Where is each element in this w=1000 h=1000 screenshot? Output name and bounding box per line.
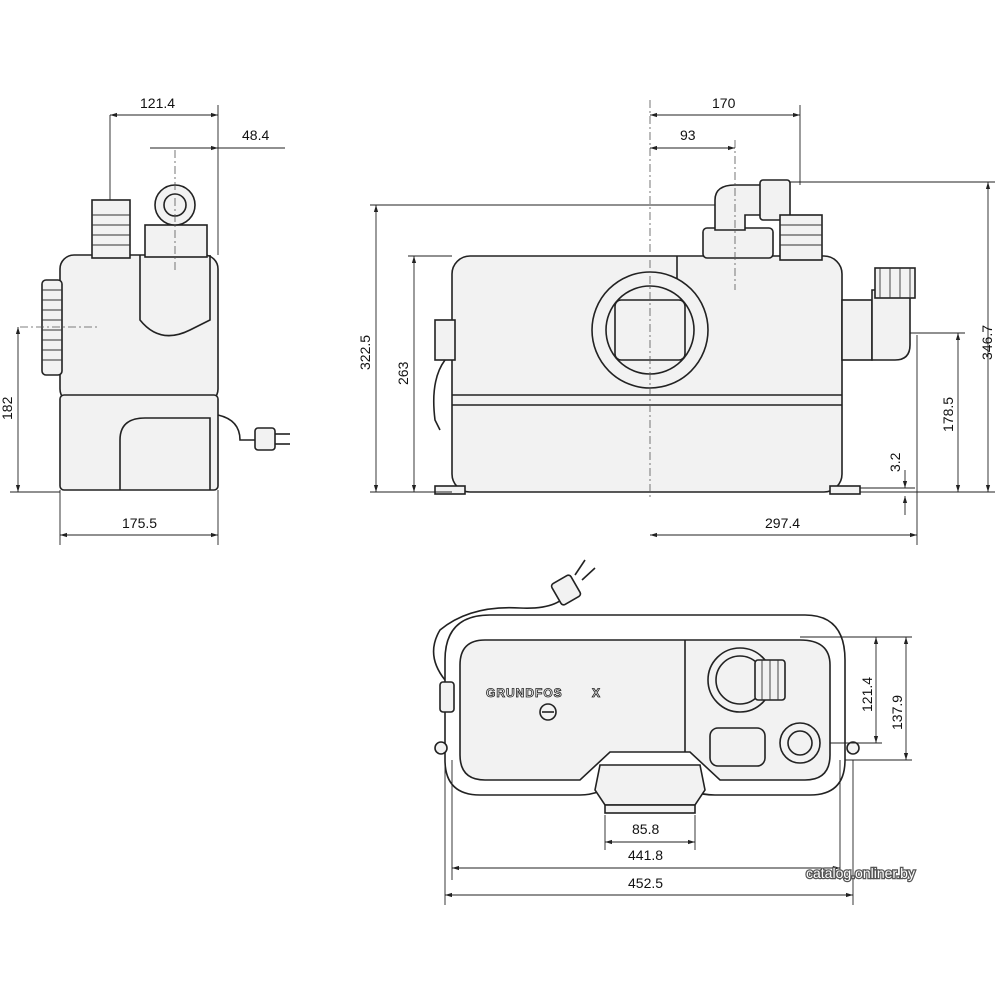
- front-view: 170 93 322.5 263 346.7 178.5 3.2 297.4: [357, 95, 995, 545]
- dim-front-346-7: 346.7: [979, 325, 995, 360]
- dim-front-93: 93: [680, 127, 696, 143]
- dim-front-170: 170: [712, 95, 736, 111]
- dim-front-178-5: 178.5: [940, 397, 956, 432]
- dim-side-48-4: 48.4: [242, 127, 269, 143]
- top-view: GRUNDFOS X 85.8 441.8 452.5 121.4 137.9: [432, 559, 912, 905]
- dim-side-175-5: 175.5: [122, 515, 157, 531]
- dim-top-441-8: 441.8: [628, 847, 663, 863]
- dim-front-263: 263: [395, 361, 411, 385]
- dim-top-452-5: 452.5: [628, 875, 663, 891]
- dim-top-85-8: 85.8: [632, 821, 659, 837]
- dim-front-297-4: 297.4: [765, 515, 800, 531]
- side-view: 121.4 48.4 182 175.5: [0, 95, 290, 545]
- dim-front-3-2: 3.2: [887, 452, 903, 472]
- watermark: catalog.onliner.by: [806, 865, 915, 881]
- dim-top-121-4: 121.4: [859, 677, 875, 712]
- dim-side-121-4: 121.4: [140, 95, 175, 111]
- grundfos-logo-mark: X: [592, 686, 601, 700]
- dim-top-137-9: 137.9: [889, 695, 905, 730]
- dim-side-182: 182: [0, 396, 15, 420]
- dim-front-322-5: 322.5: [357, 335, 373, 370]
- grundfos-logo: GRUNDFOS: [486, 686, 563, 700]
